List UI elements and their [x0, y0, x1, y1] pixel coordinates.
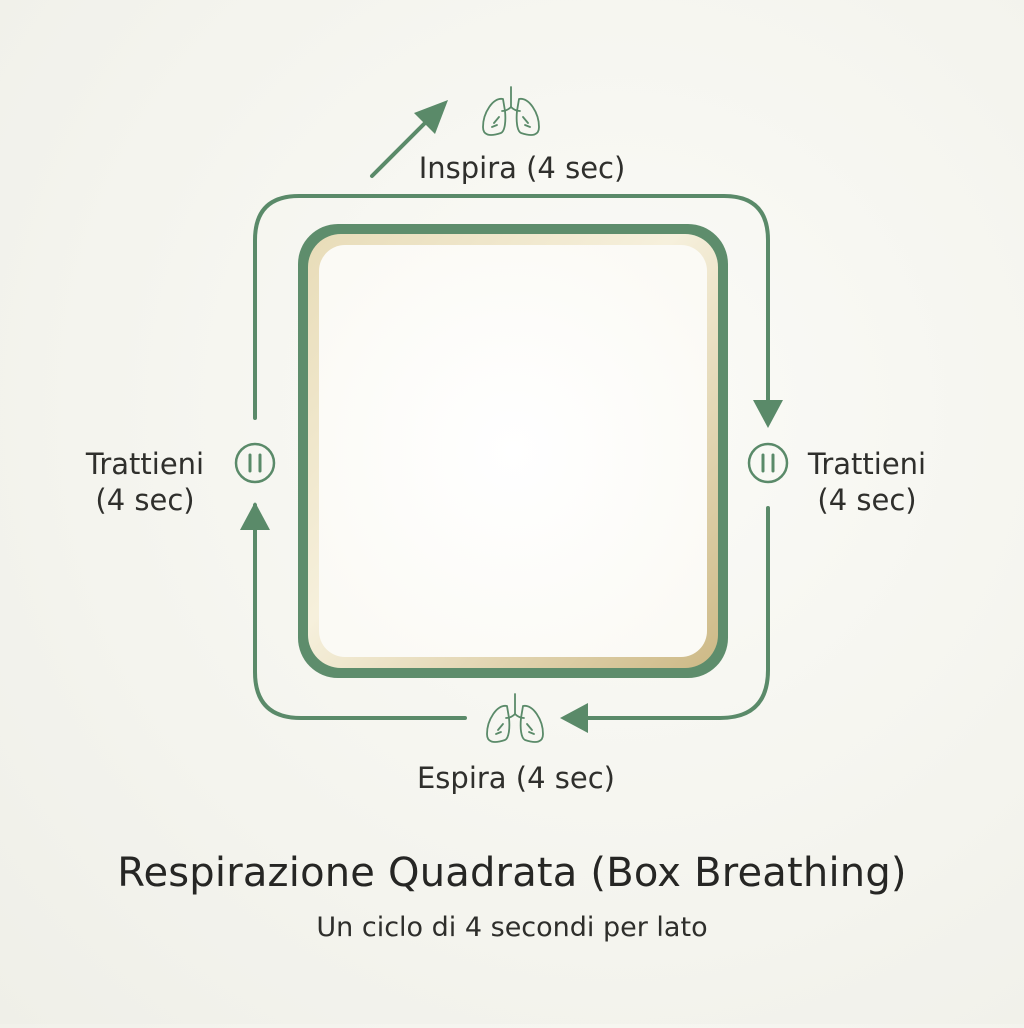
lungs-icon	[482, 86, 540, 136]
phase-label-exhale: Espira (4 sec)	[416, 761, 615, 795]
central-square	[298, 224, 728, 678]
flow-top-right	[253, 194, 770, 422]
phase-label-inhale: Inspira (4 sec)	[418, 151, 626, 185]
phase-label-hold-left: Trattieni (4 sec)	[70, 446, 220, 518]
arrowhead-right-down	[753, 400, 783, 428]
flow-bottom-left	[253, 503, 467, 720]
pause-icon	[747, 442, 789, 484]
arrowhead-left-up	[240, 502, 270, 530]
phase-label-hold-left-name: Trattieni	[85, 447, 205, 481]
phase-label-hold-right-name: Trattieni	[807, 447, 927, 481]
phase-label-hold-right-duration: (4 sec)	[817, 483, 917, 517]
phase-label-hold-left-duration: (4 sec)	[95, 483, 195, 517]
phase-label-hold-right: Trattieni (4 sec)	[792, 446, 942, 518]
arrowheads	[240, 100, 783, 733]
diagram-subtitle: Un ciclo di 4 secondi per lato	[316, 912, 708, 943]
flow-bottom-right	[568, 506, 770, 720]
arrowhead-bottom-left	[560, 703, 588, 733]
diagram-title: Respirazione Quadrata (Box Breathing)	[117, 850, 907, 896]
arrowhead-inhale	[414, 100, 448, 134]
lungs-icon	[486, 693, 544, 743]
pause-icon	[234, 442, 276, 484]
